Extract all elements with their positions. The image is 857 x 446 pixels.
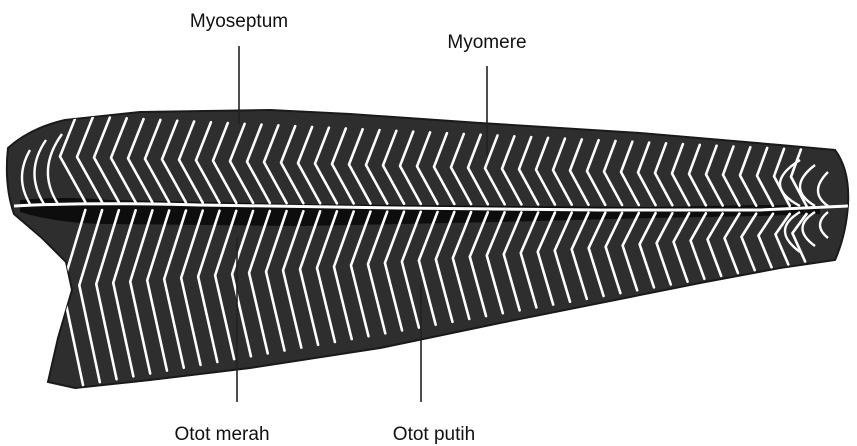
label-myoseptum: Myoseptum — [190, 11, 288, 32]
fish-body-outline — [7, 110, 848, 388]
label-otot-merah: Otot merah — [174, 424, 269, 445]
label-myomere: Myomere — [447, 32, 526, 53]
label-otot-putih: Otot putih — [393, 424, 475, 445]
